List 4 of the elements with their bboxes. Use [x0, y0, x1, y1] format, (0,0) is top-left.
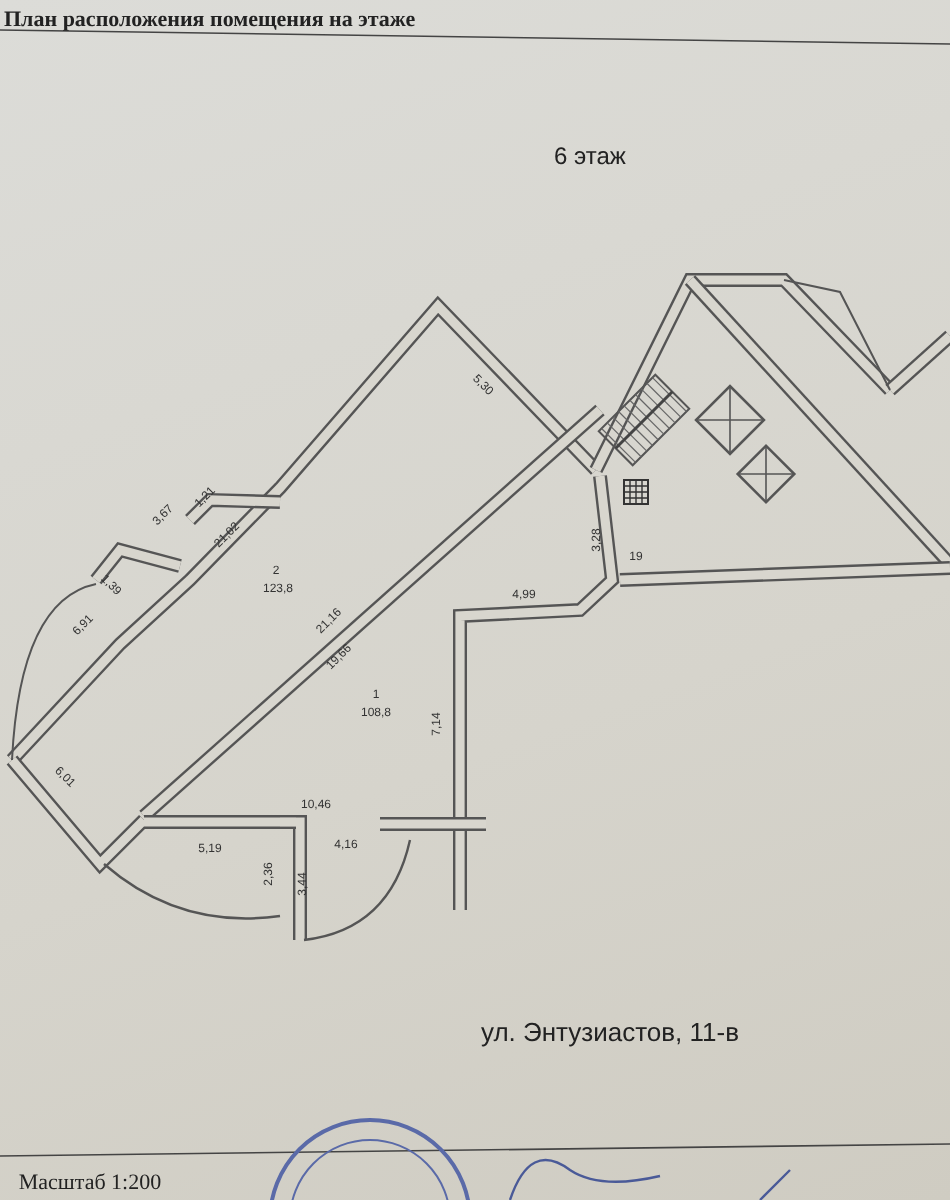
- street-address: ул. Энтузиастов, 11-в: [481, 1019, 739, 1045]
- floor-label: 6 этаж: [554, 144, 626, 168]
- scale-label: Масштаб 1:200: [18, 1173, 162, 1195]
- plan-title: План расположения помещения на этаже: [4, 8, 416, 32]
